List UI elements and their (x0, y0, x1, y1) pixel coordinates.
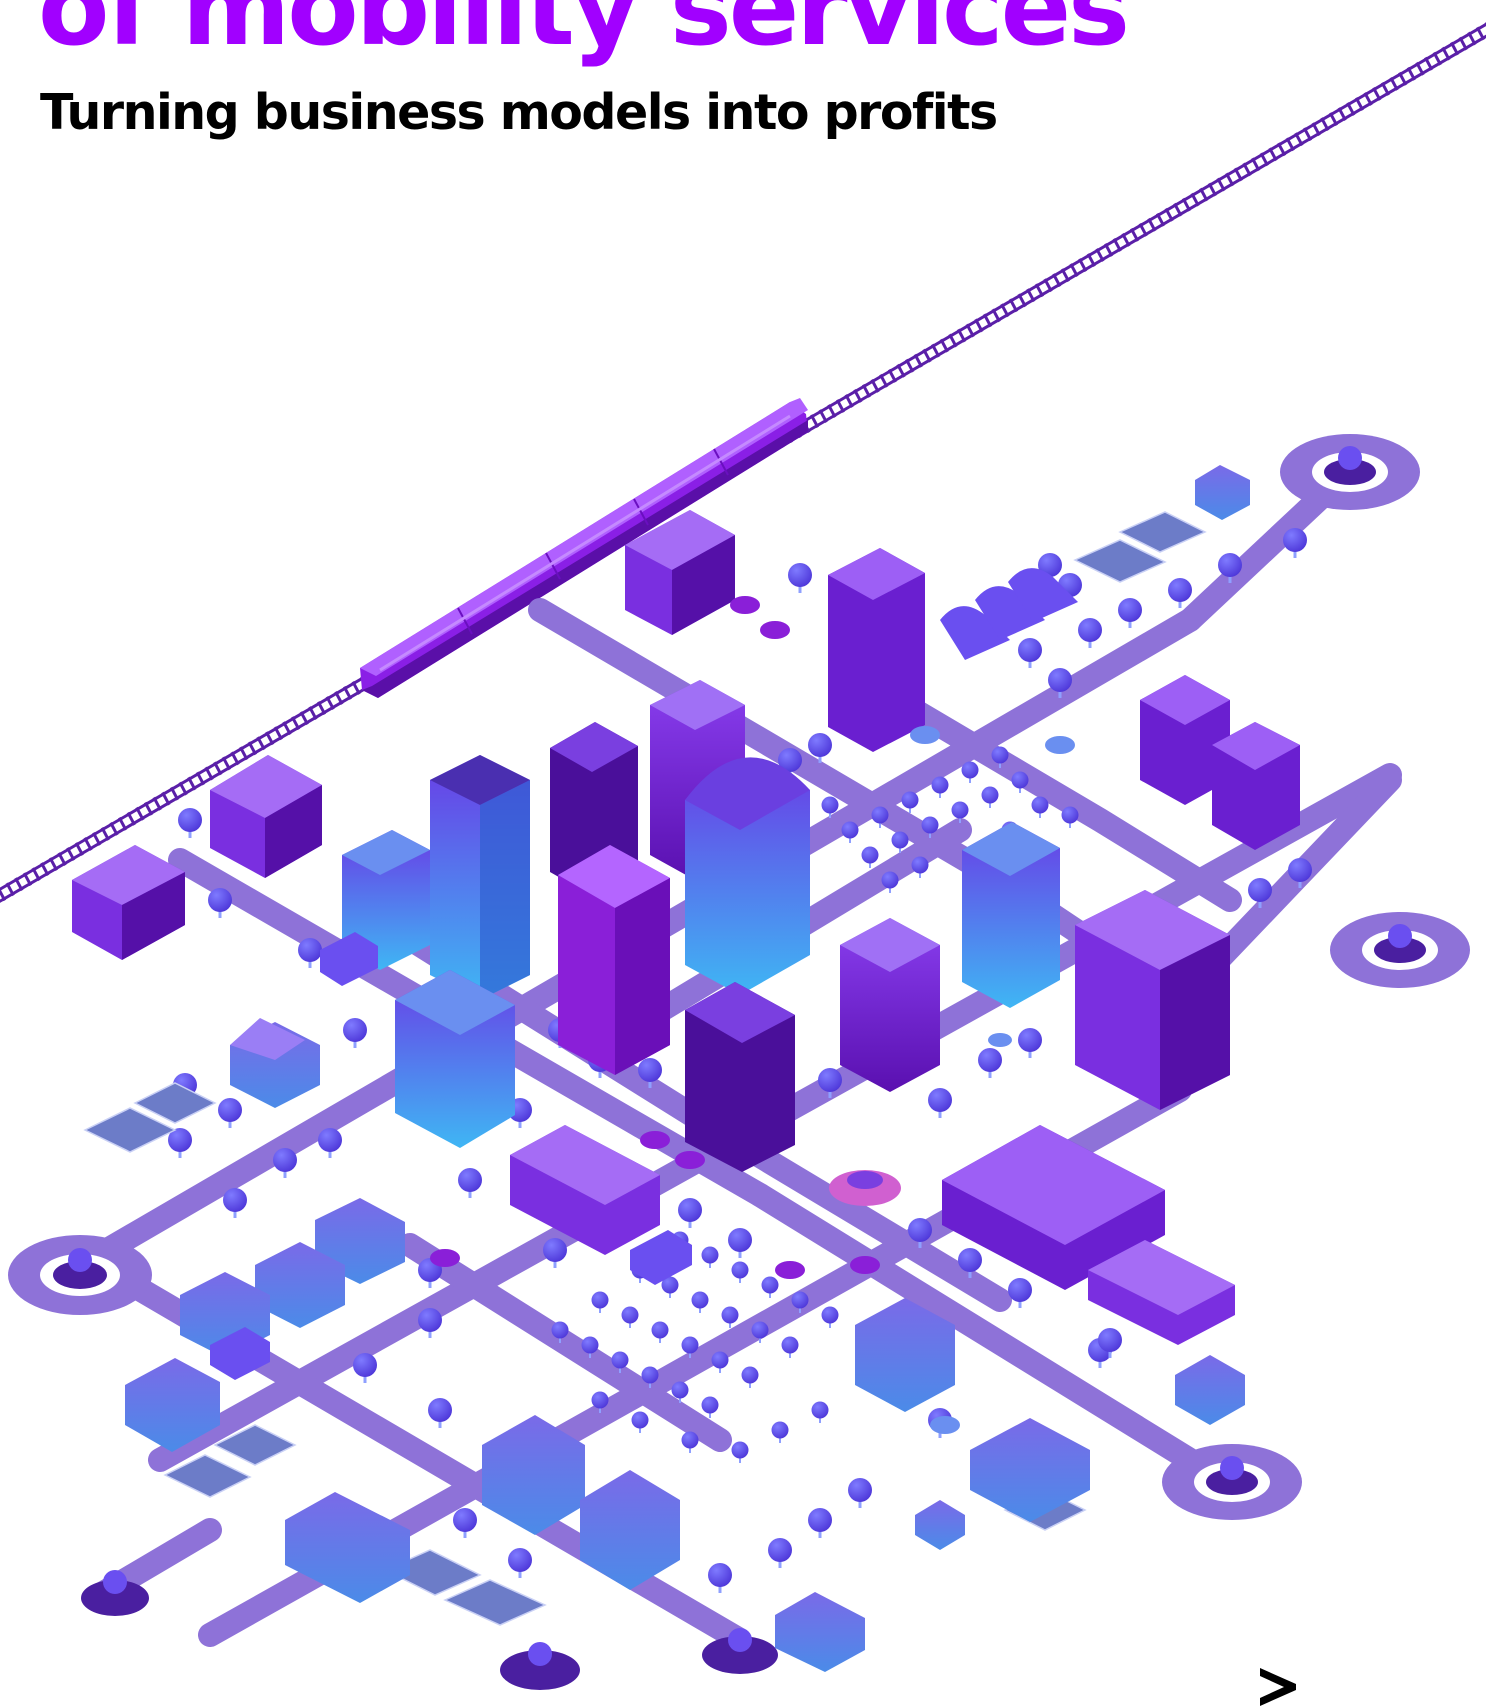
tower-cyan-east (962, 822, 1060, 1008)
shopping-mall (510, 1125, 660, 1255)
towers-far-east (1140, 675, 1300, 850)
roundabout-top-right (1280, 434, 1420, 510)
tower-domed-blue (685, 757, 810, 995)
hangars (940, 568, 1078, 660)
tower-cyan-short (342, 830, 430, 970)
warehouse-east (942, 1125, 1235, 1345)
apartment-block-north (625, 510, 735, 635)
roundabout-left (8, 1235, 152, 1315)
tower-violet-right (828, 548, 925, 752)
fountain (829, 1170, 901, 1206)
tower-purple-east (840, 918, 940, 1092)
tower-stepped-east (1075, 890, 1230, 1110)
roundabout-right (1330, 912, 1470, 988)
roundabout-bottom-right (1162, 1444, 1302, 1520)
roundabout-bottom-left (81, 1570, 149, 1616)
apartment-block-northwest (210, 755, 322, 878)
tower-magenta (558, 845, 670, 1075)
tower-blue-front (395, 970, 515, 1148)
roundabout-bottom (500, 1628, 778, 1690)
tower-blue-glass (430, 755, 530, 1000)
train (360, 398, 808, 698)
brand-chevron-icon (1260, 1668, 1296, 1706)
vehicles (210, 596, 1075, 1434)
cover-headline: of mobility services (38, 0, 1130, 69)
houses (125, 465, 1250, 1672)
apartment-block-west (72, 845, 185, 960)
cover-subtitle: Turning business models into profits (40, 84, 998, 141)
tower-dark-center (685, 982, 795, 1172)
